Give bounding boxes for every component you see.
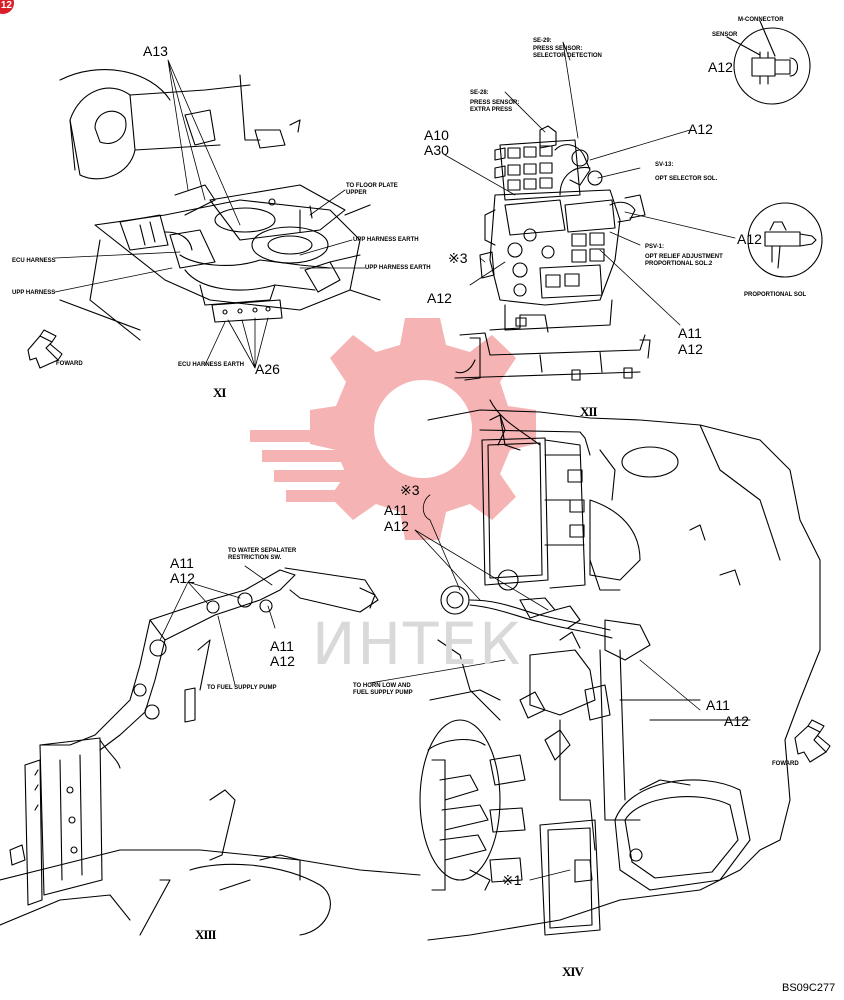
callout-a12-xiii-2: A12	[270, 653, 295, 669]
callout-a11-xiv-2: A11	[706, 697, 730, 713]
label-psv1: PSV-1:	[645, 244, 665, 250]
view-label-xi: XI	[213, 385, 226, 400]
label-to-floor-plate: TO FLOOR PLATE UPPER	[346, 183, 398, 196]
view-label-xiv: XIV	[562, 964, 584, 979]
callout-a11-xii: A11	[678, 325, 702, 341]
label-m-connector: M-CONNECTOR	[738, 17, 784, 23]
watermark-text: ИНТЕК	[312, 610, 523, 678]
label-to-water-sepalater: TO WATER SEPALATER RESTRICTION SW.	[228, 548, 297, 561]
view-label-xiii: XIII	[195, 927, 217, 942]
label-proportional-sol: PROPORTIONAL SOL	[744, 292, 807, 298]
view-xiv-leaders	[369, 494, 701, 881]
sensor-detail-inset	[726, 20, 811, 105]
callout-a12-xiv-1: A12	[384, 518, 409, 534]
label-se28: SE-28:	[470, 90, 489, 96]
callout-a12-top: A12	[688, 121, 713, 137]
label-ecu-harness: ECU HARNESS	[12, 258, 56, 264]
callout-a12-sensor: A12	[708, 59, 733, 75]
view-label-xii: XII	[580, 404, 597, 419]
label-se29: SE-29:	[533, 38, 552, 44]
label-ecu-harness-earth: ECU HARNESS EARTH	[178, 362, 245, 368]
label-to-horn-low: TO HORN LOW AND FUEL SUPPLY PUMP	[353, 683, 413, 696]
callout-a30: A30	[424, 142, 449, 158]
callout-a12-right: A12	[737, 231, 762, 247]
view-xii-leaders	[444, 41, 736, 326]
label-psv1-desc: OPT RELIEF ADJUSTMENT PROPORTIONAL SOL.2	[645, 254, 723, 267]
callout-a10: A10	[424, 127, 449, 143]
callout-a12-bottom: A12	[678, 341, 703, 357]
view-xiv-drawing	[419, 399, 821, 941]
callout-a12-left: A12	[427, 290, 452, 306]
label-sv13: SV-13:	[655, 162, 674, 168]
callout-mark1-xiv: ※1	[502, 872, 522, 888]
view-xii-drawing	[454, 125, 651, 381]
label-sensor: SENSOR	[712, 32, 738, 38]
callout-a26: A26	[255, 361, 280, 377]
label-upp-harness-earth-2: UPP HARNESS EARTH	[365, 265, 431, 271]
label-foward-xi: FOWARD	[56, 361, 83, 367]
label-upp-harness: UPP HARNESS	[12, 290, 56, 296]
callout-a11-xiii-2: A11	[270, 638, 294, 654]
label-se29-desc: PRESS SENSOR: SELECTOR DETECTION	[533, 46, 602, 59]
callout-mark3-xiv: ※3	[400, 482, 420, 498]
view-xiv-forward-arrow	[794, 719, 831, 763]
label-sv13-desc: OPT SELECTOR SOL.	[655, 176, 718, 182]
callout-a12-xiii-1: A12	[170, 570, 195, 586]
label-to-fuel-supply-pump: TO FUEL SUPPLY PUMP	[207, 685, 277, 691]
view-xiii-leaders	[159, 565, 276, 686]
label-foward-xiv: FOWARD	[772, 761, 799, 767]
view-xi-leaders	[54, 59, 366, 369]
label-upp-harness-earth-1: UPP HARNESS EARTH	[353, 237, 419, 243]
callout-a12-xiv-2: A12	[724, 713, 749, 729]
callout-a13: A13	[143, 43, 168, 59]
proportional-sol-detail-inset	[747, 202, 823, 278]
label-se28-desc: PRESS SENSOR: EXTRA PRESS	[470, 100, 520, 113]
reference-code: BS09C277	[782, 982, 836, 994]
view-xiii-drawing	[0, 567, 421, 936]
callout-a11-xiv-1: A11	[384, 502, 408, 518]
view-xi-drawing	[59, 69, 381, 341]
callout-mark3-xii: ※3	[448, 250, 468, 266]
page-number-badge: 12	[0, 0, 14, 14]
callout-a11-xiii-1: A11	[170, 555, 194, 571]
view-xi-forward-arrow	[27, 329, 63, 369]
